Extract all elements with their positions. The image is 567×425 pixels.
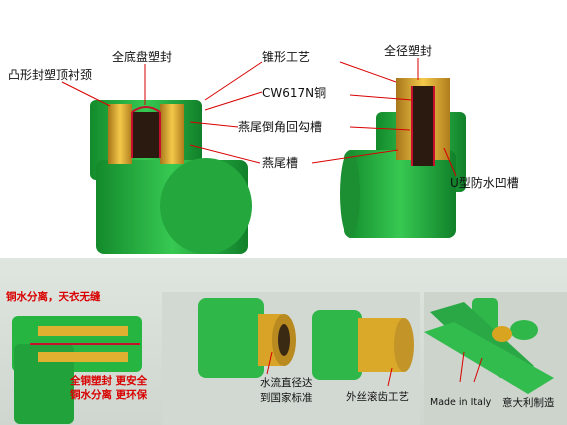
threaded-fitting-photo: [162, 292, 420, 425]
made-in-italy-text: Made in Italy: [430, 397, 492, 408]
label-cw617n-copper: CW617N铜: [262, 86, 327, 100]
label-full-base-seal: 全底盘塑封: [112, 50, 173, 64]
label-dovetail-groove: 燕尾槽: [262, 156, 299, 170]
elbow-section-drawing: [12, 316, 142, 424]
leader-lines: [61, 58, 457, 177]
thread-rolling-label: 外丝滚齿工艺: [346, 391, 409, 403]
copper-separation-headline: 铜水分离，天衣无缝: [6, 291, 101, 303]
left-elbow-fitting: [90, 100, 252, 254]
water-flow-label-line2: 到国家标准: [260, 392, 313, 404]
copper-seal-safety-text: 全铜塑封 更安全: [70, 375, 148, 387]
label-cone-process: 锥形工艺: [262, 50, 311, 64]
top-illustration-area: 凸形封塑顶衬颈 全底盘塑封 锥形工艺 CW617N铜 燕尾倒角回勾槽 燕尾槽 全…: [8, 44, 519, 254]
right-elbow-fitting: [340, 78, 466, 238]
panel-copper-water-separation: 铜水分离，天衣无缝 全铜塑封 更安全 铜水分离 更环保: [0, 286, 158, 425]
pipes-photo: [424, 292, 567, 425]
water-flow-label-line1: 水流直径达: [260, 377, 313, 389]
label-convex-seal: 凸形封塑顶衬颈: [8, 68, 93, 82]
panel-made-in-italy: Made in Italy 意大利制造: [424, 292, 567, 425]
panel-thread-photo: 水流直径达 到国家标准 外丝滚齿工艺: [162, 292, 420, 425]
made-in-italy-cn-text: 意大利制造: [502, 397, 555, 409]
label-full-diameter-seal: 全径塑封: [384, 44, 433, 58]
copper-separation-eco-text: 铜水分离 更环保: [70, 389, 148, 401]
cutaway-fittings-drawing: [61, 58, 466, 254]
label-u-waterproof-groove: U型防水凹槽: [450, 176, 519, 190]
label-dovetail-groove-chamfer: 燕尾倒角回勾槽: [238, 120, 323, 134]
